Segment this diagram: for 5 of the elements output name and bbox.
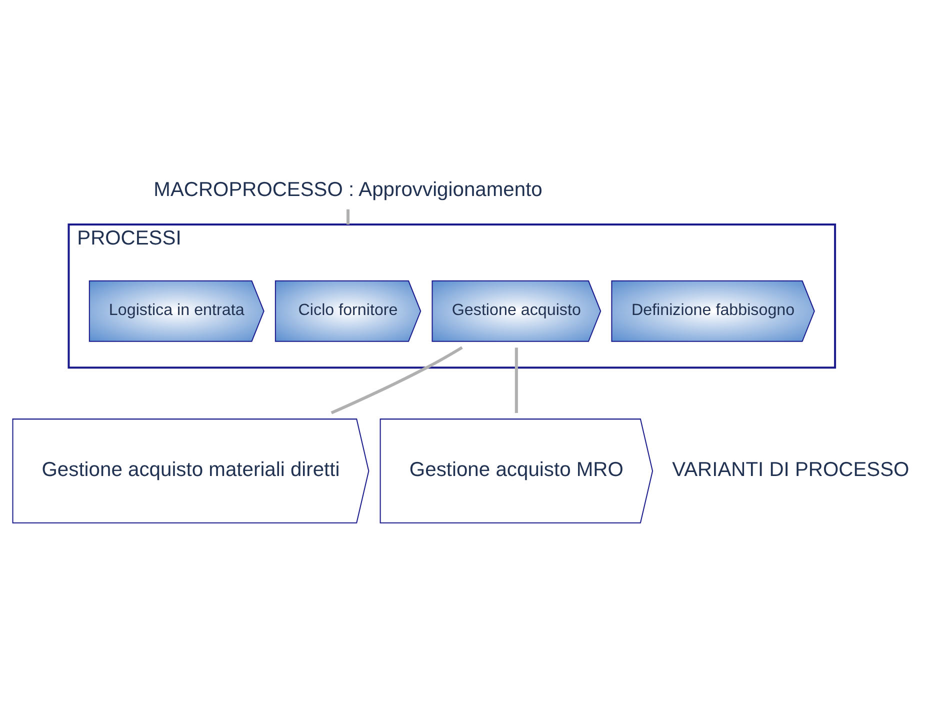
connector [346,209,350,224]
label: VARIANTI DI PROCESSO [672,459,910,482]
connector [330,346,463,414]
node-text: MACROPROCESSO : Approvvigionamento [154,179,542,202]
connector [514,348,518,413]
